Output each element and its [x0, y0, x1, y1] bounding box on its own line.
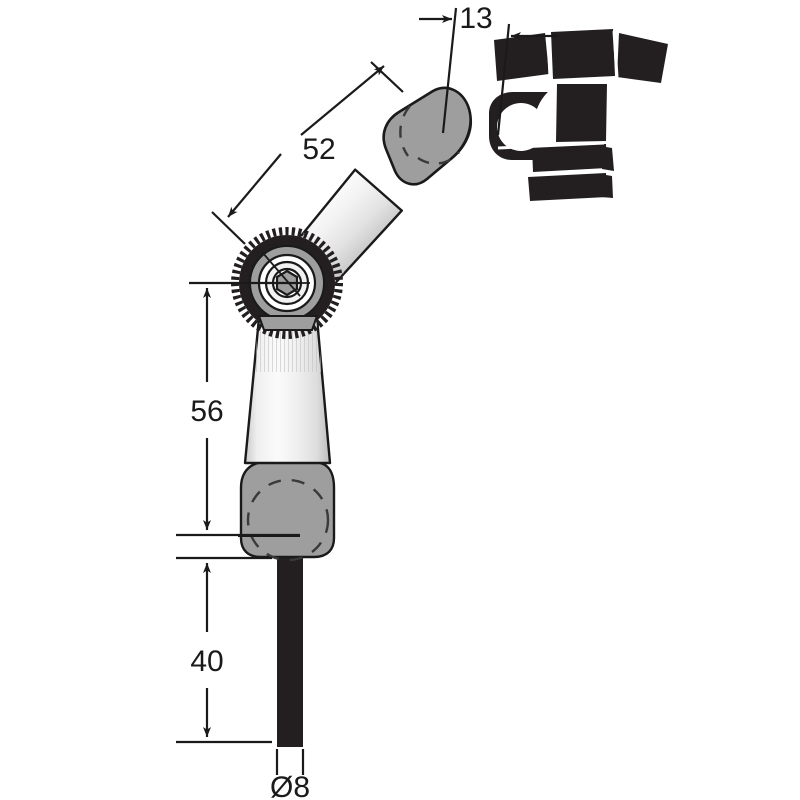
dim-40-label: 40	[190, 645, 223, 678]
hidden-circle-dashed	[246, 478, 330, 562]
dim-56-group	[176, 281, 300, 537]
dim-56-label: 56	[190, 395, 223, 428]
dial-indicator-silhouette	[489, 29, 668, 201]
lower-arm-tube	[243, 316, 332, 465]
dim-diameter-8-group	[275, 749, 305, 775]
dimension-lines-group: 13 52 56 40	[176, 2, 559, 800]
clamp-block	[238, 460, 336, 562]
dim-52-arrow-lower	[227, 153, 282, 218]
upper-clamp-head	[382, 86, 473, 186]
part-geometry-group	[231, 29, 668, 747]
dim-13-extension-right	[496, 23, 511, 136]
dim-diameter-8-label: Ø8	[270, 771, 310, 800]
dim-13-extension-left	[441, 7, 458, 134]
dim-52-label: 52	[302, 133, 335, 166]
dim-52-arrow-upper	[300, 65, 385, 136]
dim-52-group	[211, 61, 404, 245]
dim-52-extension-lower	[211, 211, 246, 245]
dim-13-group	[419, 7, 559, 136]
dim-13-label: 13	[459, 2, 492, 35]
mounting-stem	[277, 551, 303, 747]
dim-40-group	[176, 556, 272, 744]
dim-52-extension-upper	[370, 61, 404, 93]
